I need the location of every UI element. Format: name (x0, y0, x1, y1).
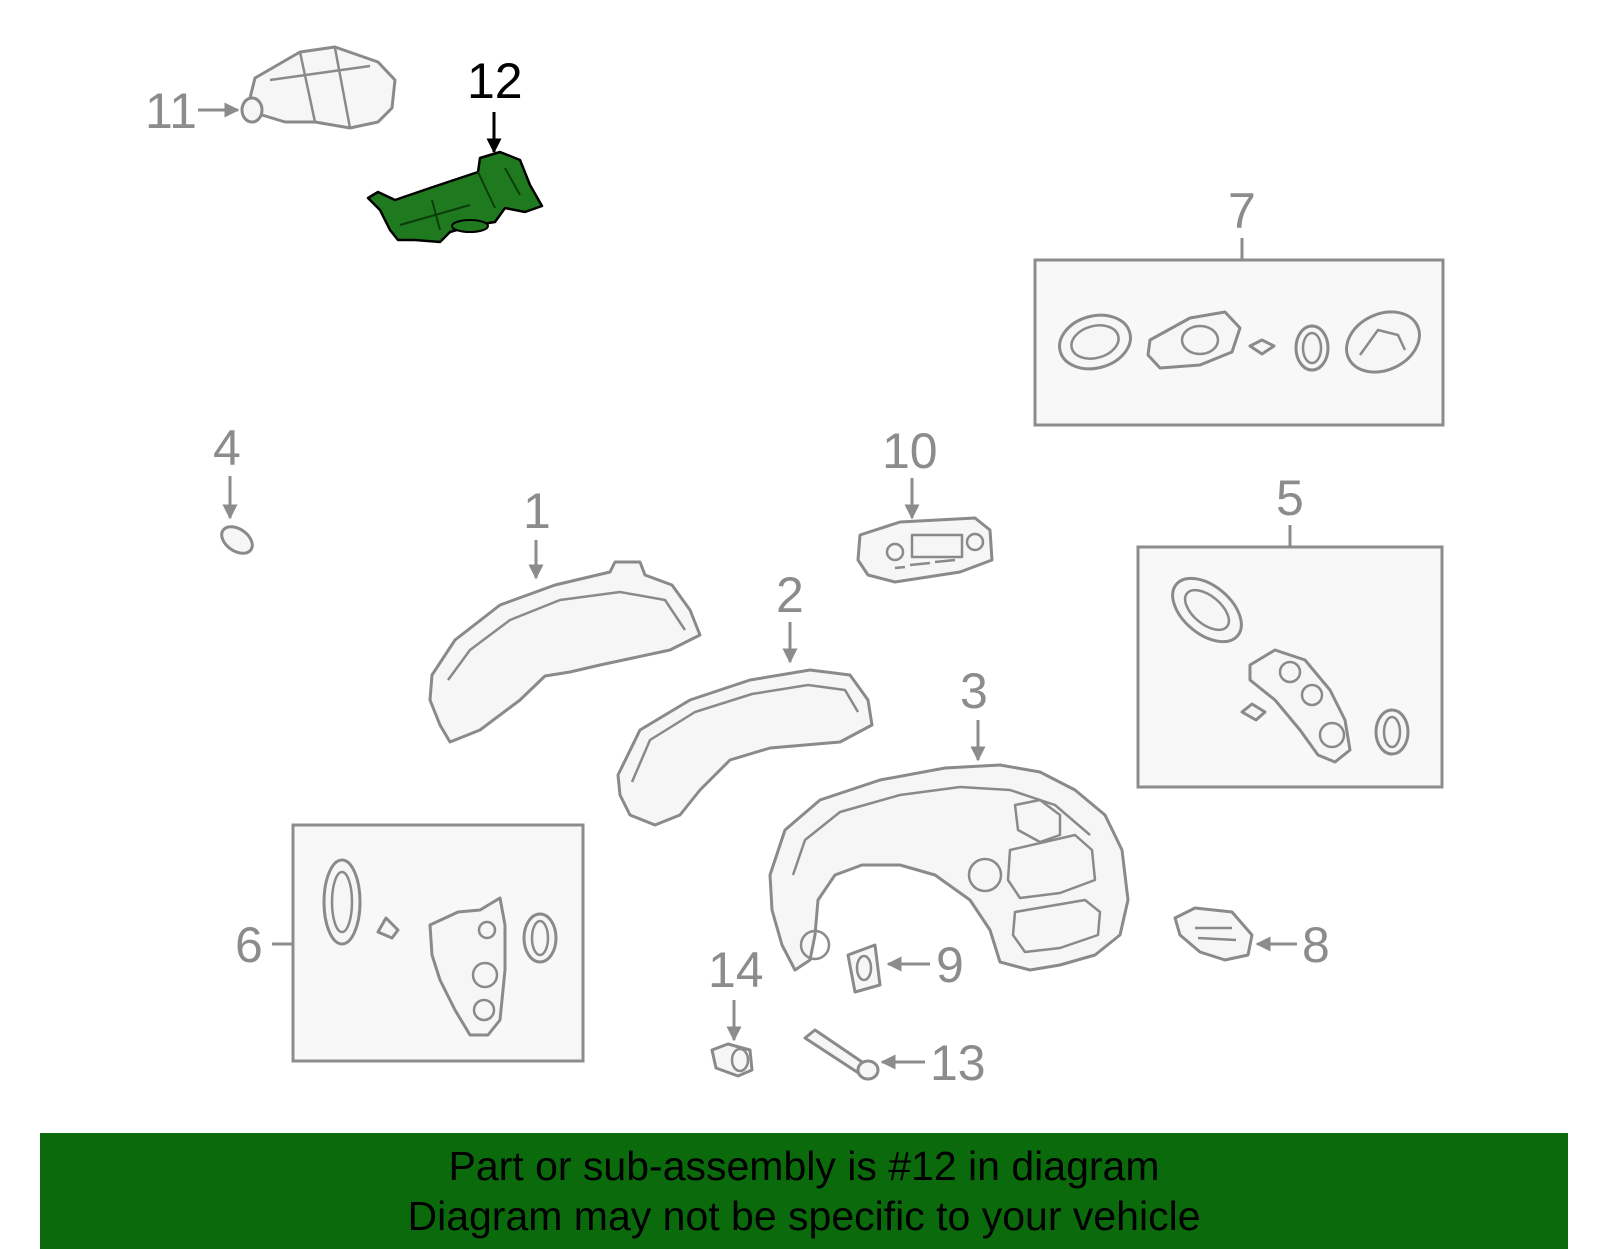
callout-6: 6 (235, 917, 263, 973)
part-1-cluster-bezel[interactable] (428, 560, 702, 744)
callout-8: 8 (1302, 917, 1330, 973)
callout-7: 7 (1228, 183, 1256, 239)
part-14-clip[interactable] (710, 1042, 754, 1078)
callout-13: 13 (930, 1035, 986, 1091)
banner-line-2: Diagram may not be specific to your vehi… (407, 1193, 1201, 1239)
callout-10: 10 (882, 423, 938, 479)
callout-14: 14 (708, 942, 764, 998)
part-6-components (322, 858, 558, 1037)
banner-line-1: Part or sub-assembly is #12 in diagram (448, 1143, 1160, 1189)
part-13-screw[interactable] (803, 1028, 880, 1081)
part-5-components (1171, 576, 1410, 764)
part-2-cluster-lens[interactable] (616, 668, 874, 827)
part-9-switch[interactable] (846, 943, 882, 994)
part-7-components (1058, 310, 1421, 374)
callout-2: 2 (776, 567, 804, 623)
part-12-highlighted-bracket[interactable] (366, 150, 544, 244)
callout-3: 3 (960, 663, 988, 719)
info-banner: Part or sub-assembly is #12 in diagram D… (40, 1133, 1568, 1249)
part-3-instrument-panel-bezel[interactable] (768, 763, 1130, 972)
part-2-lens-edge (630, 683, 860, 783)
callout-5: 5 (1276, 470, 1304, 526)
callout-9: 9 (936, 937, 964, 993)
callout-1: 1 (523, 483, 551, 539)
part-10-control-module[interactable] (856, 516, 994, 584)
part-11-air-duct[interactable] (240, 45, 397, 130)
part-8-vent[interactable] (1173, 906, 1254, 962)
part-4-plug[interactable] (217, 521, 257, 559)
callout-11: 11 (145, 83, 197, 139)
callout-4: 4 (213, 420, 241, 476)
callout-12: 12 (467, 53, 523, 109)
